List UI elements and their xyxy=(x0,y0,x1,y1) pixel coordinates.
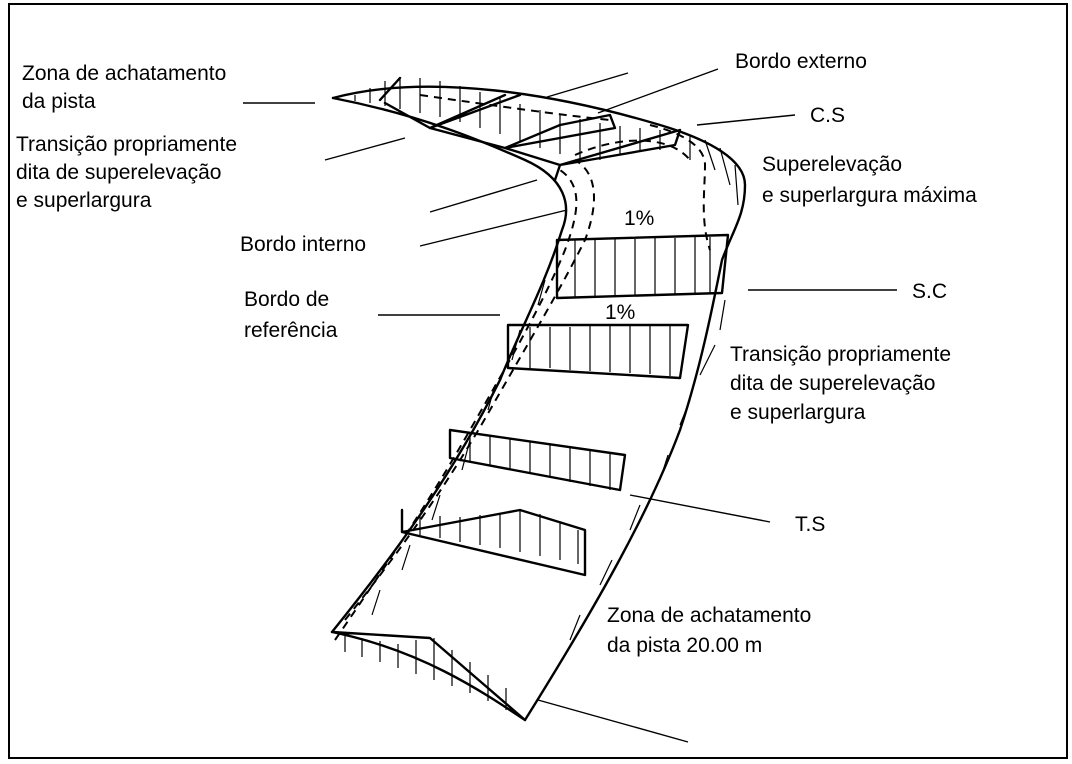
label-superelev-1: Superelevação xyxy=(762,153,903,176)
label-bordo-externo: Bordo externo xyxy=(735,50,867,73)
reference-edge-c xyxy=(649,124,711,251)
section-top xyxy=(378,76,682,182)
label-bordo-ref-2: referência xyxy=(244,319,338,342)
label-trans-right-2: dita de superelevação xyxy=(730,372,936,395)
label-bordo-ref-1: Bordo de xyxy=(244,288,330,311)
label-trans-left-1: Transição propriamente xyxy=(16,133,237,156)
label-trans-left-3: e superlargura xyxy=(16,189,152,212)
label-trans-left-2: dita de superelevação xyxy=(16,161,222,184)
section-lower-1pct xyxy=(506,323,690,380)
section-upper-1pct xyxy=(555,233,730,300)
label-bordo-interno: Bordo interno xyxy=(240,233,367,256)
label-pct-top: 1% xyxy=(624,207,655,230)
section-mid xyxy=(448,428,627,492)
reference-edge-b xyxy=(344,159,596,621)
diagram-frame xyxy=(8,3,1068,759)
label-zona-top-2: da pista xyxy=(22,90,96,113)
reference-edge-e xyxy=(419,94,611,121)
label-trans-right-1: Transição propriamente xyxy=(730,343,951,366)
label-sc: S.C xyxy=(912,280,948,303)
label-zona-bottom-2: da pista 20.00 m xyxy=(607,634,763,657)
reference-edge-d xyxy=(574,139,691,161)
label-zona-top-1: Zona de achatamento xyxy=(22,62,227,85)
label-cs: C.S xyxy=(810,104,846,127)
hatching xyxy=(344,77,739,710)
label-zona-bottom-1: Zona de achatamento xyxy=(607,604,812,627)
section-ts xyxy=(400,508,587,577)
label-superelev-2: e superlargura máxima xyxy=(762,184,977,207)
reference-edge-a xyxy=(334,169,578,641)
label-ts: T.S xyxy=(795,513,826,536)
label-pct-mid: 1% xyxy=(605,301,636,324)
section-bottom xyxy=(330,630,527,722)
road-inner-edge xyxy=(330,96,568,634)
leader-lines xyxy=(243,68,897,743)
road-outer-edge xyxy=(331,85,747,722)
label-trans-right-3: e superlargura xyxy=(730,401,866,424)
